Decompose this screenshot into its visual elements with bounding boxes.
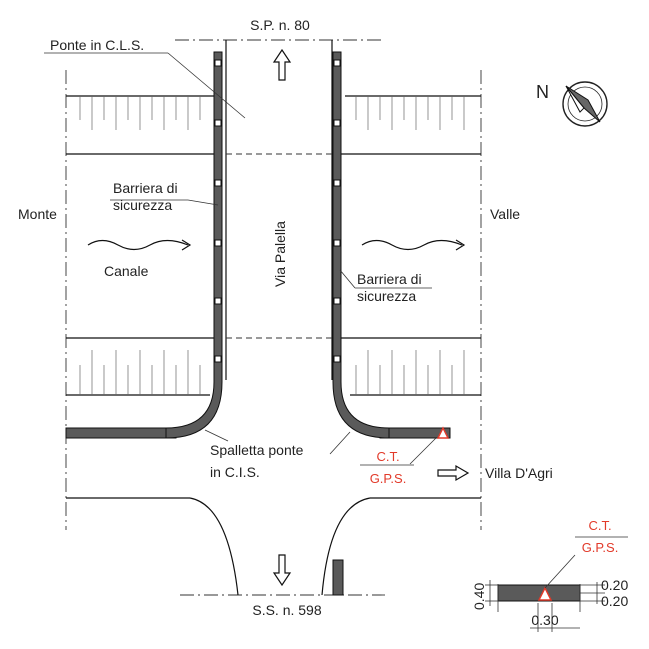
arrow-down-icon (272, 554, 292, 587)
ct-marker-icon (436, 426, 450, 439)
detail-height-label: 0.40 (471, 583, 487, 610)
junction-curve-left (189, 497, 239, 596)
ct-detail (485, 536, 628, 632)
parapet-wall-left (65, 427, 177, 439)
street-label: Via Palella (272, 221, 288, 287)
embankment-hatch-top-left (66, 95, 215, 130)
monte-label: Monte (18, 206, 57, 222)
ct-detail-marker-icon (537, 586, 553, 601)
embankment-hatch-bottom-right (350, 350, 481, 396)
parapet-left-leader (204, 429, 229, 442)
barrier-left-label-1: Barriera di (113, 180, 178, 196)
barrier-left-leader (187, 199, 219, 206)
detail-lower-label: 0.20 (601, 593, 628, 609)
parapet-label-1: Spalletta ponte (210, 442, 304, 458)
water-flow-left-icon (87, 239, 192, 251)
detail-upper-label: 0.20 (601, 577, 628, 593)
bottom-barrier-stub (332, 559, 344, 596)
gps-detail-label: G.P.S. (582, 540, 619, 555)
ct-label: C.T. (376, 449, 399, 464)
bottom-road-label: S.S. n. 598 (252, 602, 321, 618)
ct-leader (409, 437, 437, 465)
canal-label: Canale (104, 263, 149, 279)
detail-width-label: 0.30 (531, 612, 558, 628)
water-flow-right-icon (361, 239, 466, 251)
embankment-hatch-top-right (345, 95, 481, 130)
gps-label: G.P.S. (370, 471, 407, 486)
parapet-right-leader (329, 431, 351, 455)
valle-label: Valle (490, 206, 520, 222)
barrier-posts-right (333, 59, 341, 363)
barrier-right-label-2: sicurezza (357, 288, 416, 304)
bridge-label: Ponte in C.L.S. (50, 37, 144, 53)
parapet-label-2: in C.I.S. (210, 464, 260, 480)
bridge-leader (167, 52, 246, 119)
barrier-right-leader (339, 269, 356, 289)
barrier-right-label-1: Barriera di (357, 271, 422, 287)
ct-detail-label: C.T. (588, 518, 611, 533)
barrier-left-label-2: sicurezza (113, 197, 172, 213)
top-road-label: S.P. n. 80 (250, 17, 310, 33)
north-arrow-icon (562, 81, 608, 127)
arrow-up-icon (272, 48, 292, 81)
embankment-hatch-bottom-left (66, 350, 210, 396)
villa-label: Villa D'Agri (485, 465, 553, 481)
barrier-left (165, 51, 223, 439)
barrier-right (332, 51, 390, 439)
junction-curve-right (321, 497, 371, 596)
arrow-right-icon (437, 464, 470, 482)
barrier-posts-left (214, 59, 222, 363)
north-label: N (536, 82, 549, 102)
